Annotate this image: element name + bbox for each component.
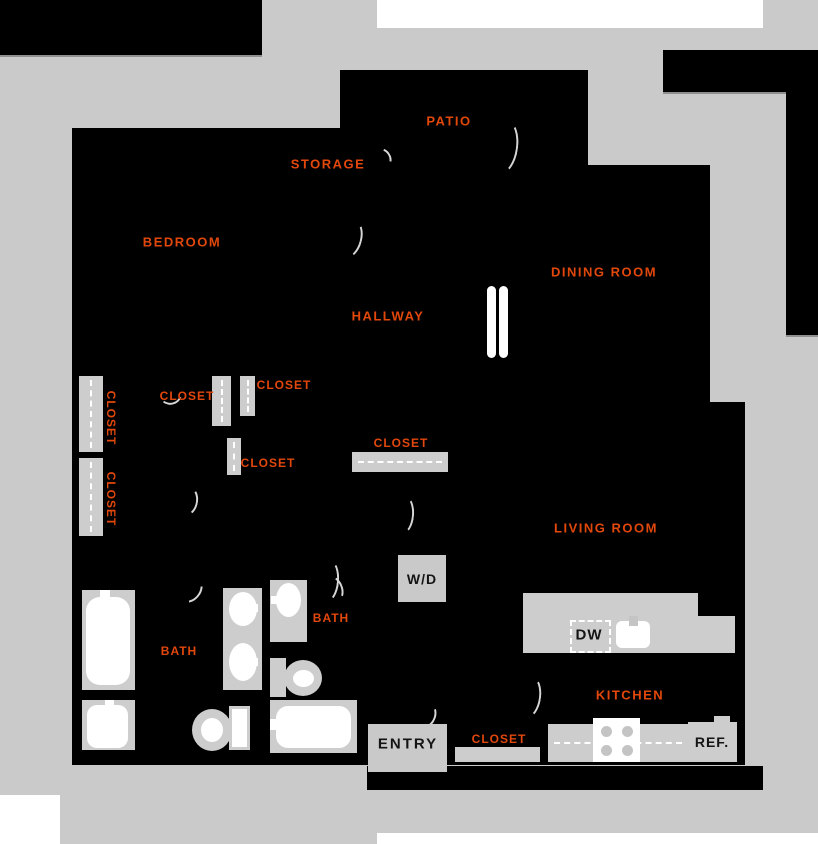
- closet-label-bedroom-left: CLOSET: [159, 389, 215, 403]
- closet-shelf: [455, 747, 540, 762]
- closet-shelf: [79, 458, 103, 536]
- room-label-kitchen: KITCHEN: [595, 687, 665, 703]
- structure-edge: [663, 92, 786, 94]
- toilet-bowl: [293, 670, 314, 687]
- page-margin-top: [377, 0, 763, 28]
- closet-label-entry: CLOSET: [471, 732, 527, 746]
- closet-shelf: [79, 376, 103, 452]
- closet-label-bedroom-lower: CLOSET: [240, 456, 296, 470]
- room-label-bedroom: BEDROOM: [142, 234, 222, 250]
- sliding-door-panel-icon: [499, 286, 508, 358]
- adjacent-structure-right: [786, 92, 818, 335]
- washer-dryer-label: W/D: [406, 571, 438, 587]
- toilet-tank: [270, 658, 286, 697]
- entry-label: ENTRY: [377, 735, 439, 753]
- faucet-icon: [100, 590, 110, 602]
- faucet-icon: [105, 700, 114, 711]
- toilet-tank: [229, 706, 250, 750]
- room-label-bath-1: BATH: [160, 644, 198, 658]
- faucet-icon: [248, 658, 258, 666]
- faucet-icon: [270, 719, 282, 730]
- closet-shelf: [240, 376, 255, 416]
- toilet-bowl: [201, 718, 223, 742]
- shower-basin: [87, 705, 128, 748]
- room-label-patio: PATIO: [426, 113, 472, 129]
- room-label-storage: STORAGE: [290, 156, 366, 172]
- room-label-bath-2: BATH: [312, 611, 350, 625]
- refrigerator-label: REF.: [694, 734, 730, 750]
- closet-label-hallway: CLOSET: [373, 436, 429, 450]
- room-label-dining-room: DINING ROOM: [550, 264, 658, 280]
- unit-floor-living-wing: [588, 402, 745, 765]
- structure-edge: [786, 335, 818, 337]
- page-margin-bottom: [377, 833, 818, 844]
- room-label-living-room: LIVING ROOM: [554, 520, 658, 536]
- bathtub-basin: [276, 706, 351, 748]
- refrigerator-handle: [714, 716, 730, 724]
- closet-label-bedroom-right: CLOSET: [256, 378, 312, 392]
- closet-shelf: [212, 376, 231, 426]
- washer-dryer-box: [398, 555, 446, 602]
- closet-label-vertical-top: CLOSET: [104, 390, 118, 446]
- unit-floor-main: [72, 128, 588, 765]
- closet-shelf: [352, 452, 448, 472]
- closet-label-vertical-bottom: CLOSET: [104, 471, 118, 527]
- faucet-icon: [271, 596, 281, 604]
- faucet-icon: [248, 604, 258, 612]
- adjacent-structure-top-right: [663, 50, 818, 92]
- entry-mat: [368, 724, 447, 772]
- adjacent-structure-top-left: [0, 0, 262, 55]
- dishwasher-box: [570, 620, 611, 653]
- page-margin-bottom-left: [0, 795, 60, 844]
- faucet-icon: [629, 616, 638, 626]
- unit-floor-dining-wing: [588, 165, 710, 402]
- sliding-door-panel-icon: [487, 286, 496, 358]
- dishwasher-label: DW: [575, 626, 603, 644]
- refrigerator: [688, 722, 737, 762]
- stove-icon: [593, 718, 640, 762]
- closet-shelf: [227, 438, 241, 475]
- structure-edge: [0, 55, 262, 57]
- bathtub-basin: [86, 597, 130, 685]
- room-label-hallway: HALLWAY: [351, 308, 425, 324]
